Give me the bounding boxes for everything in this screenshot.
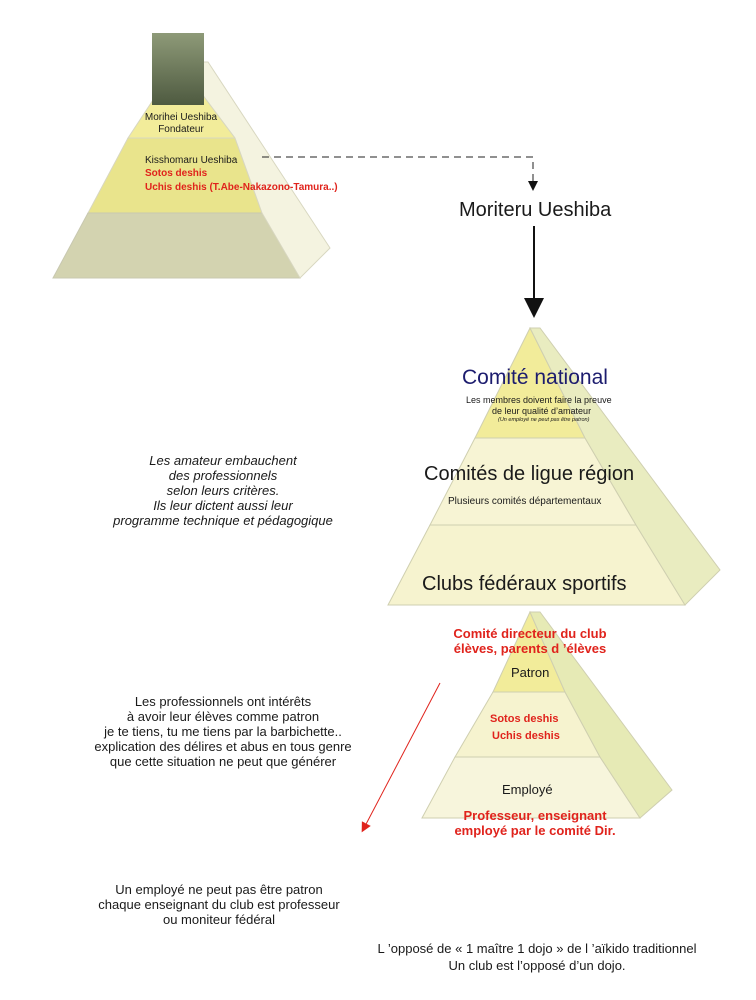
federation-pyramid	[387, 326, 721, 606]
professionnels-note-line4: explication des délires et abus en tous …	[94, 739, 352, 754]
professionnels-note: Les professionnels ont intérêts à avoir …	[62, 694, 384, 769]
ligue-region-title: Comités de ligue région	[424, 463, 635, 485]
professeur-line2: employé par le comité Dir.	[454, 823, 616, 838]
clubs-federaux-title: Clubs fédéraux sportifs	[422, 573, 627, 595]
amateurs-note-line2: des professionnels	[168, 468, 278, 483]
lineage-pyramid	[52, 61, 331, 279]
national-note-line3: (Un employé ne peut pas être patron)	[498, 417, 590, 423]
founder-name: Morihei Ueshiba	[144, 112, 218, 123]
club-sotos-label: Sotos deshis	[490, 713, 559, 725]
comite-directeur-line2: élèves, parents d ’élèves	[453, 641, 607, 656]
national-note-line1: Les membres doivent faire la preuve	[466, 395, 612, 405]
uchis-deshis-label: Uchis deshis (T.Abe-Nakazono-Tamura..)	[145, 182, 338, 193]
bottom-note-line1: L ’opposé de « 1 maître 1 dojo » de l ’a…	[377, 941, 697, 956]
amateurs-note-line4: Ils leur dictent aussi leur	[153, 498, 293, 513]
professionnels-note-line1: Les professionnels ont intérêts	[134, 694, 312, 709]
club-uchis-label: Uchis deshis	[492, 730, 560, 742]
professionnels-note-line5: que cette situation ne peut que générer	[109, 754, 337, 769]
professeur-label: Professeur, enseignant employé par le co…	[425, 808, 645, 838]
founder-portrait	[152, 33, 204, 105]
patron-label: Patron	[511, 665, 550, 680]
moriteru-label: Moriteru Ueshiba	[459, 199, 612, 221]
comite-directeur-label: Comité directeur du club élèves, parents…	[430, 626, 630, 656]
sotos-deshis-label: Sotos deshis	[145, 168, 208, 179]
club-pyramid	[421, 610, 673, 819]
bottom-note-line2: Un club est l’opposé d’un dojo.	[448, 958, 626, 973]
comite-directeur-line1: Comité directeur du club	[453, 626, 607, 641]
amateurs-note-line5: programme technique et pédagogique	[113, 513, 333, 528]
employe-note-line1: Un employé ne peut pas être patron	[115, 882, 323, 897]
professionnels-note-line3: je te tiens, tu me tiens par la barbiche…	[104, 724, 342, 739]
comite-national-title: Comité national	[462, 366, 608, 389]
amateurs-note-line3: selon leurs critères.	[166, 483, 280, 498]
lineage-connector	[262, 156, 538, 191]
employe-note: Un employé ne peut pas être patron chaqu…	[78, 882, 360, 927]
employe-note-line2: chaque enseignant du club est professeur	[98, 897, 340, 912]
amateurs-note-line1: Les amateur embauchent	[149, 453, 297, 468]
employe-note-line3: ou moniteur fédéral	[162, 912, 275, 927]
founder-label: Morihei Ueshiba Fondateur	[140, 112, 222, 136]
employe-label: Employé	[502, 782, 553, 797]
red-arrow	[361, 682, 441, 833]
ligue-note: Plusieurs comités départementaux	[448, 496, 602, 507]
kisshomaru-label: Kisshomaru Ueshiba	[145, 155, 238, 166]
amateurs-note: Les amateur embauchent des professionnel…	[92, 453, 354, 528]
professeur-line1: Professeur, enseignant	[463, 808, 607, 823]
founder-title: Fondateur	[158, 124, 204, 135]
bottom-note: L ’opposé de « 1 maître 1 dojo » de l ’a…	[352, 940, 722, 974]
professionnels-note-line2: à avoir leur élèves comme patron	[126, 709, 320, 724]
national-note-line2: de leur qualité d’amateur	[492, 406, 592, 416]
